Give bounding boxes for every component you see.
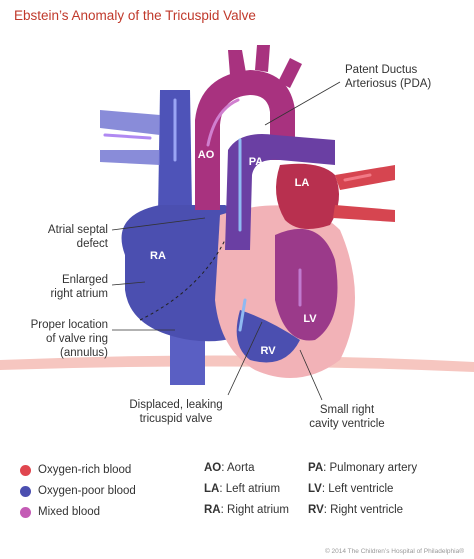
left-atrium (276, 163, 339, 229)
aorta (195, 70, 295, 210)
callout-lines (111, 81, 341, 401)
inferior-vena-cava (170, 330, 205, 385)
left-ventricle (275, 228, 338, 341)
abbr-ao: AO: Aorta (204, 462, 255, 474)
abbr-pa-key: PA (308, 462, 324, 474)
callout-tricuspid-line2: tricuspid valve (140, 413, 213, 425)
chamber-label-lv: LV (303, 313, 317, 325)
abbr-la-val: : Left atrium (219, 483, 281, 495)
callout-annulus-line2: of valve ring (46, 333, 108, 345)
legend-mixed: Mixed blood (20, 506, 100, 518)
callout-enlarged-line1: Enlarged (62, 274, 108, 286)
chamber-label-pa: PA (249, 156, 264, 168)
oxygen-poor-dot-icon (20, 485, 31, 497)
annulus-dashed-line (139, 239, 226, 321)
abbr-ra-key: RA (204, 504, 221, 516)
diagram-title: Ebstein’s Anomaly of the Tricuspid Valve (14, 8, 256, 23)
abbr-la-key: LA (204, 483, 220, 495)
callout-small-rv-line2: cavity ventricle (309, 418, 384, 430)
abbr-rv: RV: Right ventricle (308, 504, 403, 516)
callout-annulus-line3: (annulus) (60, 347, 108, 359)
callout-pda-line1: Patent Ductus (345, 64, 417, 76)
abbr-ao-val: : Aorta (221, 462, 255, 474)
chamber-label-la: LA (295, 177, 310, 189)
callout-small-rv-line1: Small right (320, 404, 375, 416)
pulmonary-artery (225, 134, 335, 250)
abbr-lv: LV: Left ventricle (308, 483, 393, 495)
abbr-lv-val: : Left ventricle (321, 483, 394, 495)
svc-branches (100, 110, 160, 165)
abbr-pa-val: : Pulmonary artery (323, 462, 418, 474)
legend-mixed-label: Mixed blood (38, 506, 101, 518)
chamber-label-ra: RA (150, 250, 166, 262)
flow-arrows (103, 98, 372, 332)
abbr-ra: RA: Right atrium (204, 504, 289, 516)
callout-annulus-line1: Proper location (31, 319, 108, 331)
mixed-dot-icon (20, 506, 31, 518)
legend-oxygen-poor: Oxygen-poor blood (20, 485, 136, 497)
abbr-lv-key: LV (308, 483, 322, 495)
pulmonary-veins (333, 165, 395, 222)
chamber-label-ao: AO (198, 149, 215, 161)
right-ventricle (236, 310, 300, 363)
abbr-rv-val: : Right ventricle (323, 504, 404, 516)
callout-tricuspid-line1: Displaced, leaking (129, 399, 222, 411)
legend-oxygen-poor-label: Oxygen-poor blood (38, 485, 136, 497)
abbr-rv-key: RV (308, 504, 324, 516)
legend: Oxygen-rich blood Oxygen-poor blood Mixe… (0, 456, 474, 546)
aortic-branches (228, 45, 302, 88)
abbr-pa: PA: Pulmonary artery (308, 462, 417, 474)
abbr-la: LA: Left atrium (204, 483, 280, 495)
abbr-ao-key: AO (204, 462, 222, 474)
abbr-ra-val: : Right atrium (220, 504, 290, 516)
copyright: © 2014 The Children’s Hospital of Philad… (324, 548, 464, 555)
diaphragm-band (0, 355, 474, 372)
legend-oxygen-rich-label: Oxygen-rich blood (38, 464, 132, 476)
callout-pda-line2: Arteriosus (PDA) (345, 78, 431, 90)
callout-asd-line2: defect (77, 238, 109, 250)
callout-enlarged-line2: right atrium (50, 288, 108, 300)
legend-oxygen-rich: Oxygen-rich blood (20, 464, 131, 476)
callout-asd-line1: Atrial septal (48, 224, 108, 236)
heart-diagram: AO PA LA RA LV RV Patent Ductus Arterios… (0, 45, 474, 430)
oxygen-rich-dot-icon (20, 464, 31, 476)
chamber-label-rv: RV (260, 345, 276, 357)
